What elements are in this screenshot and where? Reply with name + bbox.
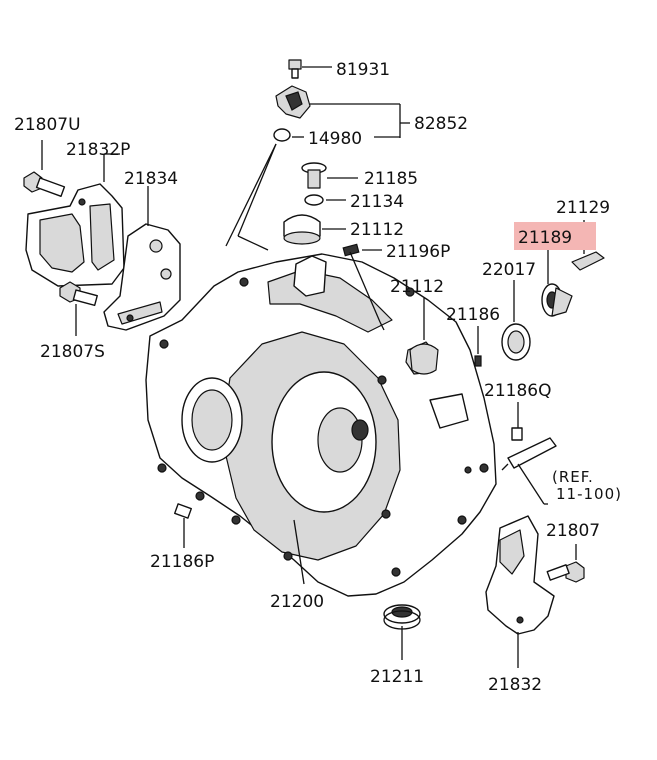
plug-21185[interactable]: [301, 162, 358, 189]
label-21807: 21807: [546, 521, 600, 541]
pin-21196p[interactable]: [342, 243, 382, 257]
seal-21211[interactable]: [383, 604, 421, 660]
label-21807s: 21807S: [40, 342, 105, 362]
label-21211: 21211: [370, 667, 424, 687]
label-21189[interactable]: 21189: [518, 228, 572, 248]
label-21196p: 21196P: [386, 242, 450, 262]
label-21186q: 21186Q: [484, 381, 551, 401]
label-21834: 21834: [124, 169, 178, 189]
label-21186p: 21186P: [150, 552, 214, 572]
label-21112-case: 21112: [390, 277, 444, 297]
label-21129: 21129: [556, 198, 610, 218]
label-81931: 81931: [336, 60, 390, 80]
label-82852: 82852: [414, 114, 468, 134]
bolt-81931[interactable]: [288, 59, 332, 79]
bracket-21832p[interactable]: [25, 153, 125, 287]
cap-21112-case[interactable]: [409, 298, 439, 375]
bracket-21832[interactable]: [485, 515, 555, 668]
gasket-21134[interactable]: [304, 194, 346, 206]
seal-22017[interactable]: [501, 280, 531, 361]
label-21185: 21185: [364, 169, 418, 189]
cap-21112-top[interactable]: [283, 214, 346, 245]
label-21112-top: 21112: [350, 220, 404, 240]
label-21134: 21134: [350, 192, 404, 212]
pin-21186q[interactable]: [511, 402, 523, 441]
bracket-21834[interactable]: [103, 186, 181, 331]
label-21832p: 21832P: [66, 140, 130, 160]
transmission-case-21200[interactable]: [145, 253, 497, 597]
label-21200: 21200: [270, 592, 324, 612]
sensor-82852[interactable]: [275, 85, 410, 138]
bolt-21807u[interactable]: [23, 140, 66, 197]
part-21189[interactable]: [541, 250, 573, 317]
label-21807u: 21807U: [14, 115, 81, 135]
pin-21186[interactable]: [474, 326, 482, 367]
ref-pointer: [501, 437, 557, 505]
o-ring-14980[interactable]: [273, 128, 400, 142]
label-21832: 21832: [488, 675, 542, 695]
bolt-21807[interactable]: [546, 544, 585, 583]
bolt-21807s[interactable]: [59, 281, 98, 336]
leader-21200: [293, 519, 305, 585]
label-21186: 21186: [446, 305, 500, 325]
pin-21186p[interactable]: [174, 503, 192, 548]
label-14980: 14980: [308, 129, 362, 149]
highlight-21189: [514, 222, 596, 250]
label-22017: 22017: [482, 260, 536, 280]
label-ref-line1: (REF.: [552, 468, 594, 486]
label-ref-line2: 11-100): [556, 485, 622, 503]
